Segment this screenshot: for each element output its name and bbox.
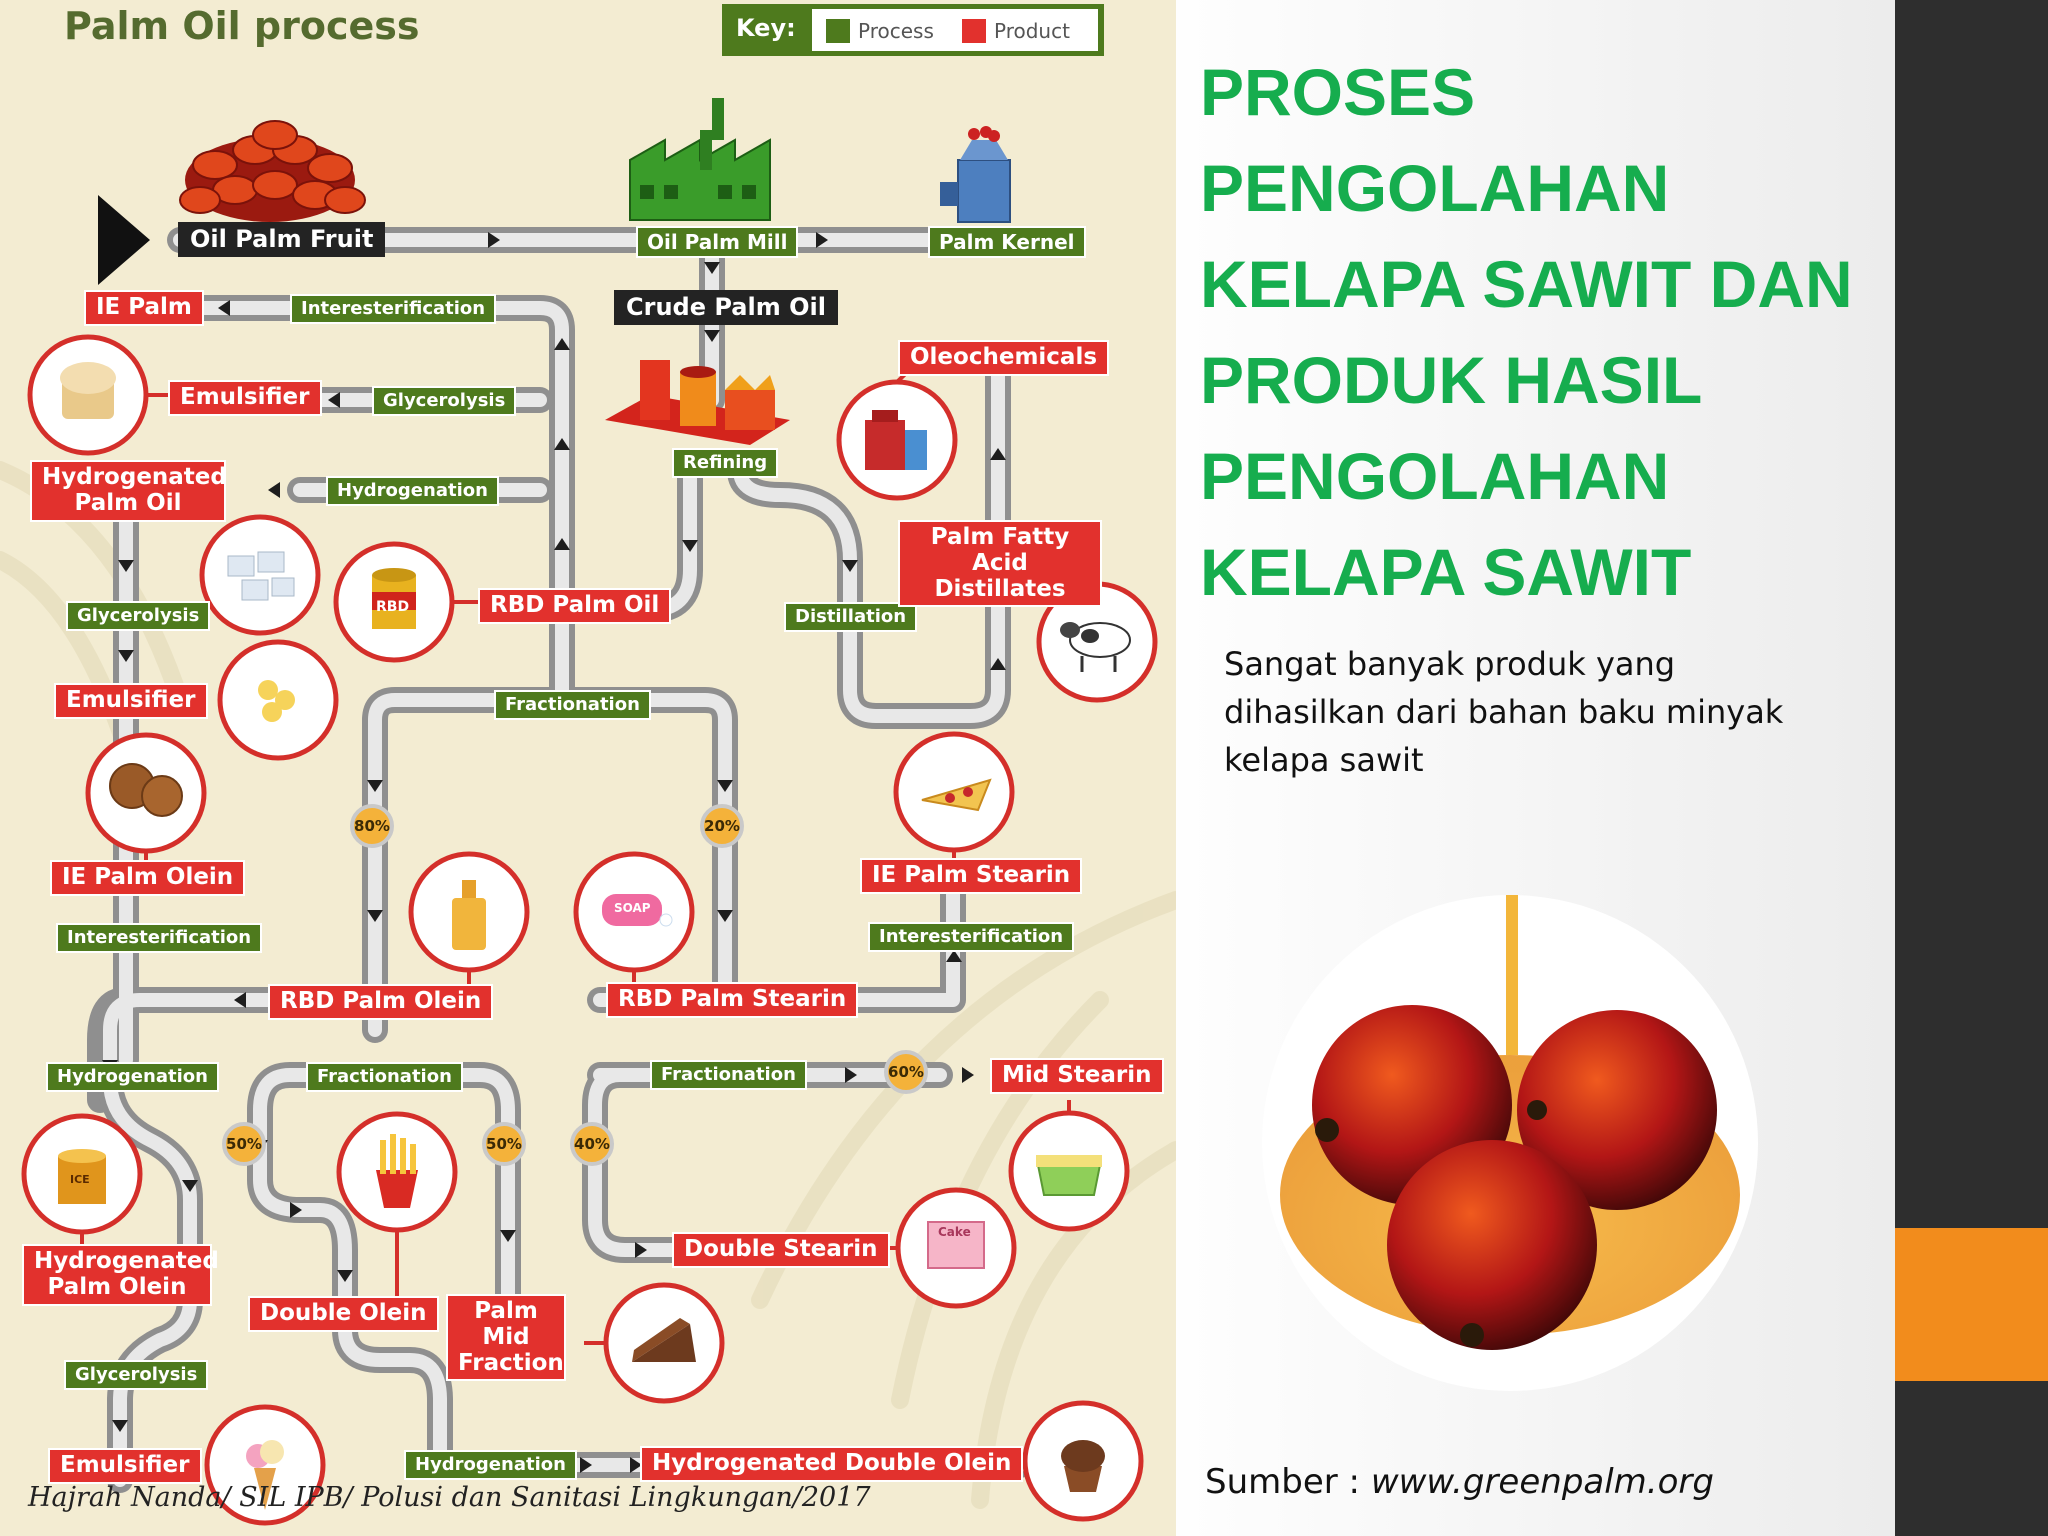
soap-label: SOAP [614, 901, 651, 915]
palm-fruit-photo [1262, 895, 1758, 1391]
product-emulsifier: Emulsifier [54, 683, 208, 719]
pasta-icon [258, 680, 295, 722]
french-fries-icon [376, 1134, 418, 1208]
product-ie-palm-stearin: IE Palm Stearin [860, 858, 1083, 894]
chocolate-cake-icon [632, 1318, 696, 1362]
process-interesterification: Interesterification [868, 922, 1075, 953]
ice-cream-cone-icon [246, 1440, 284, 1510]
product-hydrogenated-palm-oil: Hydrogenated Palm Oil [30, 460, 227, 522]
oil-palm-mill-illustration [629, 98, 771, 221]
image-credit: Hajrah Nanda/ SIL IPB/ Polusi dan Sanita… [28, 1482, 871, 1513]
chemical-containers-icon [865, 410, 927, 470]
cupcake-icon [1061, 1440, 1105, 1492]
cooking-oil-bottle-icon [452, 880, 486, 950]
palm-fruit-illustration [1280, 895, 1740, 1350]
stage-crude-palm-oil: Crude Palm Oil [614, 290, 838, 325]
key-title: Key: [736, 14, 796, 42]
can-label: RBD [376, 599, 410, 615]
source-link[interactable]: www.greenpalm.org [1370, 1462, 1714, 1502]
process-glycerolysis: Glycerolysis [64, 1360, 209, 1391]
process-hydrogenation: Hydrogenation [46, 1062, 219, 1093]
product-hydrogenated-palm-olein: Hydrogenated Palm Olein [22, 1244, 219, 1306]
percentage-badge: 20% [700, 804, 744, 848]
percentage-badge: 50% [222, 1122, 266, 1166]
key-legend-box: Process Product [812, 9, 1098, 51]
key-product-label: Product [994, 19, 1070, 43]
source-citation: Sumber : www.greenpalm.org [1205, 1462, 1714, 1502]
bread-icon [60, 362, 116, 419]
cookies-icon [109, 763, 183, 817]
refinery-illustration [605, 360, 790, 445]
product-palm-mid-fraction: Palm Mid Fraction [446, 1294, 566, 1382]
ice-cream-tub-icon [58, 1149, 106, 1204]
margarine-tub-icon [1036, 1155, 1102, 1196]
product-oleochemicals: Oleochemicals [898, 340, 1110, 376]
process-swatch [826, 19, 850, 43]
oil-palm-fruit-illustration [179, 120, 366, 222]
slide-title: PROSES PENGOLAHAN KELAPA SAWIT DAN PRODU… [1200, 55, 1853, 609]
stage-oil-palm-mill: Oil Palm Mill [636, 226, 799, 259]
palm-oil-process-diagram: Palm Oil process Key: Process Product Oi… [0, 0, 1176, 1536]
process-hydrogenation: Hydrogenation [326, 476, 499, 507]
soap-icon [602, 894, 673, 927]
product-hydrogenated-double-olein: Hydrogenated Double Olein [640, 1446, 1024, 1482]
orange-accent-block [1895, 1228, 2048, 1381]
product-double-stearin: Double Stearin [672, 1232, 890, 1268]
slide-body-text: Sangat banyak produk yang dihasilkan dar… [1224, 645, 1784, 779]
pizza-icon [921, 778, 992, 812]
percentage-badge: 80% [350, 804, 394, 848]
process-fractionation: Fractionation [650, 1060, 807, 1091]
product-ie-palm-olein: IE Palm Olein [50, 860, 246, 896]
process-glycerolysis: Glycerolysis [66, 601, 211, 632]
start-pointer-icon [98, 195, 150, 285]
product-emulsifier: Emulsifier [168, 380, 322, 416]
process-fractionation: Fractionation [494, 690, 651, 721]
diagram-key: Key: Process Product [722, 4, 1104, 56]
can-icon [372, 568, 416, 629]
product-palm-fatty-acid-distillates: Palm Fatty Acid Distillates [898, 520, 1102, 608]
key-process-label: Process [858, 19, 934, 43]
percentage-badge: 50% [482, 1122, 526, 1166]
percentage-badge: 40% [570, 1122, 614, 1166]
ice-cream-tub-label: ICE [70, 1173, 90, 1186]
process-interesterification: Interesterification [290, 294, 497, 325]
stage-oil-palm-fruit: Oil Palm Fruit [178, 222, 386, 257]
shortening-blocks-icon [227, 551, 295, 601]
process-distillation: Distillation [784, 602, 918, 633]
source-prefix: Sumber : [1205, 1462, 1371, 1502]
palm-kernel-machine-illustration [940, 126, 1011, 223]
product-swatch [962, 19, 986, 43]
product-mid-stearin: Mid Stearin [990, 1058, 1164, 1094]
process-glycerolysis: Glycerolysis [372, 386, 517, 417]
process-refining: Refining [672, 448, 779, 479]
process-interesterification: Interesterification [56, 923, 263, 954]
product-rbd-palm-oil: RBD Palm Oil [478, 588, 672, 624]
process-hydrogenation: Hydrogenation [404, 1450, 577, 1481]
product-rbd-palm-stearin: RBD Palm Stearin [606, 982, 859, 1018]
product-rbd-palm-olein: RBD Palm Olein [268, 984, 494, 1020]
product-double-olein: Double Olein [248, 1296, 439, 1332]
diagram-title: Palm Oil process [64, 4, 420, 48]
cake-box-icon [927, 1221, 985, 1269]
product-ie-palm: IE Palm [84, 290, 204, 326]
cow-icon [1060, 622, 1131, 672]
process-fractionation: Fractionation [306, 1062, 463, 1093]
percentage-badge: 60% [884, 1050, 928, 1094]
product-emulsifier: Emulsifier [48, 1448, 202, 1484]
cake-box-label: Cake [938, 1225, 971, 1239]
stage-palm-kernel: Palm Kernel [928, 226, 1086, 259]
